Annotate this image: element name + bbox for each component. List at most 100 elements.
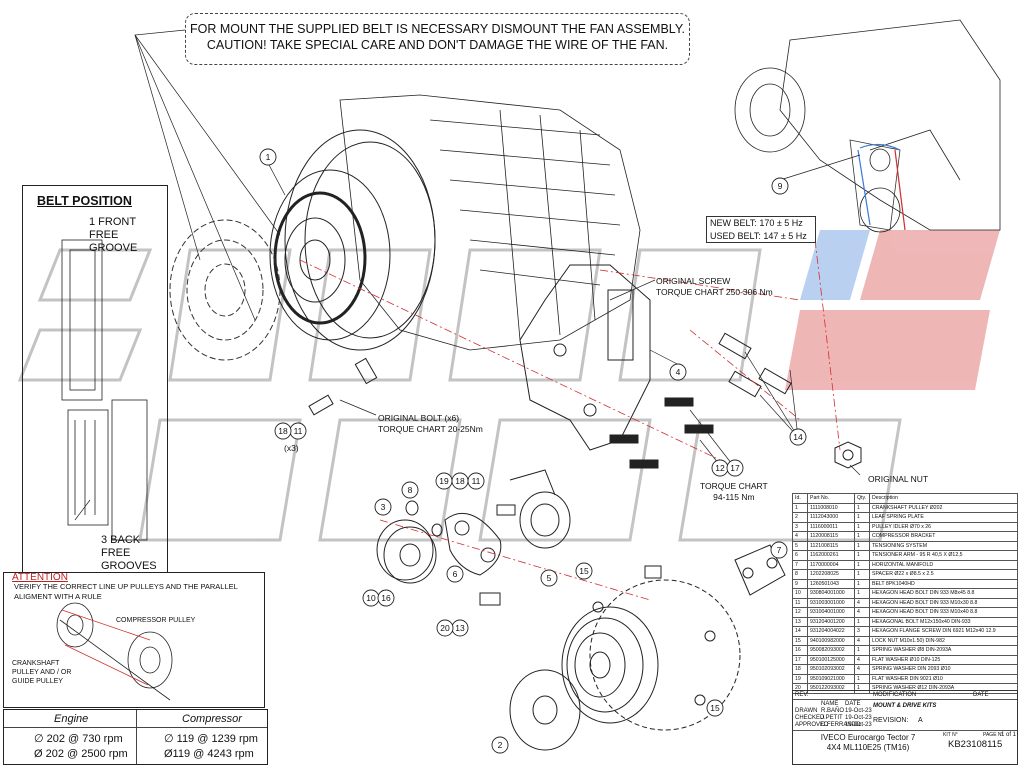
tb-date-header: DATE bbox=[845, 701, 861, 707]
bom-qty: 1 bbox=[854, 578, 870, 589]
callout-18b: 18 bbox=[455, 476, 465, 486]
bom-part-no: 950100125000 bbox=[807, 654, 855, 665]
torque-chart-value: 94-115 Nm bbox=[713, 492, 755, 502]
compressor-bracket-4 bbox=[519, 264, 651, 451]
bom-part-no: 940100982000 bbox=[807, 635, 855, 646]
back-grooves-label: 3 BACK FREE GROOVES bbox=[101, 534, 157, 572]
bom-id: 2 bbox=[792, 512, 808, 523]
belt-tension-box: NEW BELT: 170 ± 5 Hz USED BELT: 147 ± 5 … bbox=[706, 216, 816, 243]
bom-part-no: 950102093002 bbox=[807, 664, 855, 675]
compressor-pulley bbox=[561, 579, 741, 731]
tb-page-label: PAGE N° bbox=[983, 732, 1004, 738]
bom-qty: 1 bbox=[854, 588, 870, 599]
callout-18: 18 bbox=[278, 426, 288, 436]
leaf-spring-plate-2 bbox=[509, 669, 581, 751]
callout-bubbles bbox=[259, 148, 807, 754]
fan-hub-dashed bbox=[169, 219, 281, 361]
watermark-logo bbox=[17, 248, 902, 542]
bolts-12-17 bbox=[609, 397, 714, 469]
bom-qty: 1 bbox=[854, 559, 870, 570]
callout-14: 14 bbox=[793, 432, 803, 442]
callout-7: 7 bbox=[777, 545, 782, 555]
callout-3: 3 bbox=[381, 502, 386, 512]
leader-lines bbox=[74, 29, 861, 521]
compressor-row-1: ∅ 119 @ 1239 rpm bbox=[164, 733, 258, 745]
bom-header-qty: Qty. bbox=[854, 493, 870, 504]
bom-qty: 1 bbox=[854, 569, 870, 580]
rpm-table: Engine Compressor ∅ 202 @ 730 rpm ∅ 119 … bbox=[3, 709, 268, 765]
bom-qty: 3 bbox=[854, 626, 870, 637]
bom-description: SPRING WASHER DIN 2093 Ø10 bbox=[869, 664, 1018, 675]
callout-1: 1 bbox=[266, 152, 271, 162]
belt-position-sketch bbox=[61, 239, 148, 541]
bom-id: 8 bbox=[792, 569, 808, 580]
bom-qty: 4 bbox=[854, 664, 870, 675]
tb-drawn-date: 19-Oct-23 bbox=[845, 708, 872, 714]
crankshaft-pulley-1 bbox=[269, 129, 436, 351]
callout-11: 11 bbox=[294, 426, 303, 436]
crankshaft-pulley-label: CRANKSHAFT PULLEY AND / OR GUIDE PULLEY bbox=[12, 660, 72, 685]
torque-chart-label: TORQUE CHART 94-115 Nm bbox=[700, 481, 768, 503]
bom-qty: 4 bbox=[854, 597, 870, 608]
engine-row-2: Ø 202 @ 2500 rpm bbox=[34, 748, 128, 760]
bom-qty: 1 bbox=[854, 512, 870, 523]
bom-id: 4 bbox=[792, 531, 808, 542]
tb-revision-value: A bbox=[918, 717, 923, 724]
bom-part-no: 931204004022 bbox=[807, 626, 855, 637]
bom-id: 9 bbox=[792, 578, 808, 589]
bom-description: TENSIONING SYSTEM bbox=[869, 540, 1018, 551]
attention-panel: ATTENTION VERIFY THE CORRECT LINE UP PUL… bbox=[3, 572, 265, 708]
compressor-header: Compressor bbox=[182, 713, 242, 725]
attention-text: VERIFY THE CORRECT LINE UP PULLEYS AND T… bbox=[14, 582, 238, 601]
callout-12: 12 bbox=[715, 463, 725, 473]
bom-part-no: 950082093002 bbox=[807, 645, 855, 656]
original-nut-label: ORIGINAL NUT bbox=[868, 474, 929, 484]
tb-category: MOUNT & DRIVE KITS bbox=[873, 703, 937, 709]
centerlines bbox=[299, 239, 841, 601]
bom-header-part: Part No. bbox=[807, 493, 855, 504]
bom-part-no: 1112043000 bbox=[807, 512, 855, 523]
compressor-pulley-label: COMPRESSOR PULLEY bbox=[116, 617, 196, 624]
bom-description: COMPRESSOR BRACKET bbox=[869, 531, 1018, 542]
bom-id: 11 bbox=[792, 597, 808, 608]
tb-checked-date: 19-Oct-23 bbox=[845, 715, 872, 721]
bom-description: HEXAGON HEAD BOLT DIN 933 M8x45 8.8 bbox=[869, 588, 1018, 599]
callout-2: 2 bbox=[498, 740, 503, 750]
original-screw-text: ORIGINAL SCREW bbox=[656, 276, 731, 286]
bom-part-no: 1116000011 bbox=[807, 521, 855, 532]
tb-approved-name: D.FERRANDO bbox=[821, 722, 861, 728]
tb-rev: REV. bbox=[795, 692, 809, 698]
bom-description: HEXAGON FLANGE SCREW DIN 6921 M12x40 12.… bbox=[869, 626, 1018, 637]
tb-description-line-1: IVECO Eurocargo Tector 7 bbox=[820, 733, 916, 742]
bom-id: 1 bbox=[792, 502, 808, 513]
callout-20: 20 bbox=[440, 623, 450, 633]
bom-id: 3 bbox=[792, 521, 808, 532]
bom-part-no: 1170000004 bbox=[807, 559, 855, 570]
bom-qty: 1 bbox=[854, 502, 870, 513]
original-screw-label: ORIGINAL SCREW TORQUE CHART 250-306 Nm bbox=[656, 276, 773, 298]
bom-description: SPRING WASHER Ø12 DIN-2093A bbox=[869, 683, 1018, 694]
bom-qty: 1 bbox=[854, 616, 870, 627]
bom-part-no: 1120008115 bbox=[807, 531, 855, 542]
callout-11b: 11 bbox=[472, 476, 481, 486]
engine-block bbox=[339, 94, 641, 351]
callout-19: 19 bbox=[439, 476, 449, 486]
callout-15b: 15 bbox=[710, 703, 720, 713]
tb-kit-number: KB23108115 bbox=[948, 739, 1003, 750]
callout-9: 9 bbox=[778, 181, 783, 191]
bom-id: 15 bbox=[792, 635, 808, 646]
tb-drawn: DRAWN bbox=[795, 708, 818, 714]
bom-description: FLAT WASHER DIN 9021 Ø10 bbox=[869, 673, 1018, 684]
